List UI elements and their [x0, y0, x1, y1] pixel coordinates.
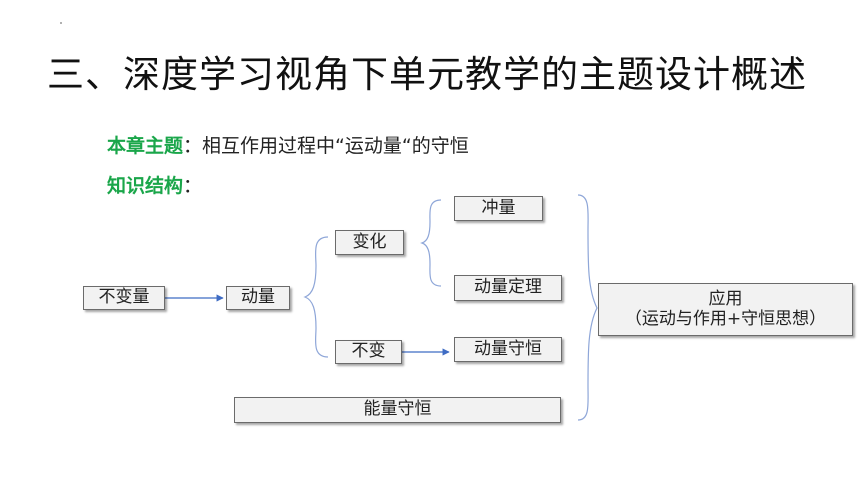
- theme-label: 本章主题: [107, 135, 184, 157]
- structure-label: 知识结构: [107, 175, 184, 197]
- theme-separator: ：: [183, 135, 203, 157]
- slide-title: 三、深度学习视角下单元教学的主题设计概述: [47, 53, 807, 96]
- node-yingyong: 应用 （运动与作用+守恒思想）: [598, 283, 853, 336]
- structure-line: 知识结构：: [107, 171, 202, 198]
- node-yingyong-subtitle: （运动与作用+守恒思想）: [624, 308, 827, 329]
- brace-bianhua: [420, 199, 442, 287]
- brace-yingyong: [577, 194, 598, 421]
- node-dongliang: 动量: [226, 286, 290, 310]
- node-chongliang: 冲量: [454, 196, 543, 221]
- theme-line: 本章主题：相互作用过程中“运动量“的守恒: [107, 131, 469, 158]
- node-dongliang-shouheng: 动量守恒: [454, 337, 562, 362]
- node-nengliang-shouheng: 能量守恒: [234, 397, 561, 423]
- theme-text: 相互作用过程中“运动量“的守恒: [202, 135, 469, 157]
- node-yingyong-title: 应用: [708, 288, 743, 309]
- node-buqieliang: 不变量: [83, 286, 165, 310]
- brace-dongliang: [303, 236, 329, 358]
- structure-separator: ：: [183, 175, 203, 197]
- node-bubian: 不变: [335, 340, 402, 364]
- node-dongliang-dingli: 动量定理: [454, 275, 562, 301]
- node-bianhua: 变化: [335, 230, 404, 255]
- decor-dot: [60, 22, 62, 24]
